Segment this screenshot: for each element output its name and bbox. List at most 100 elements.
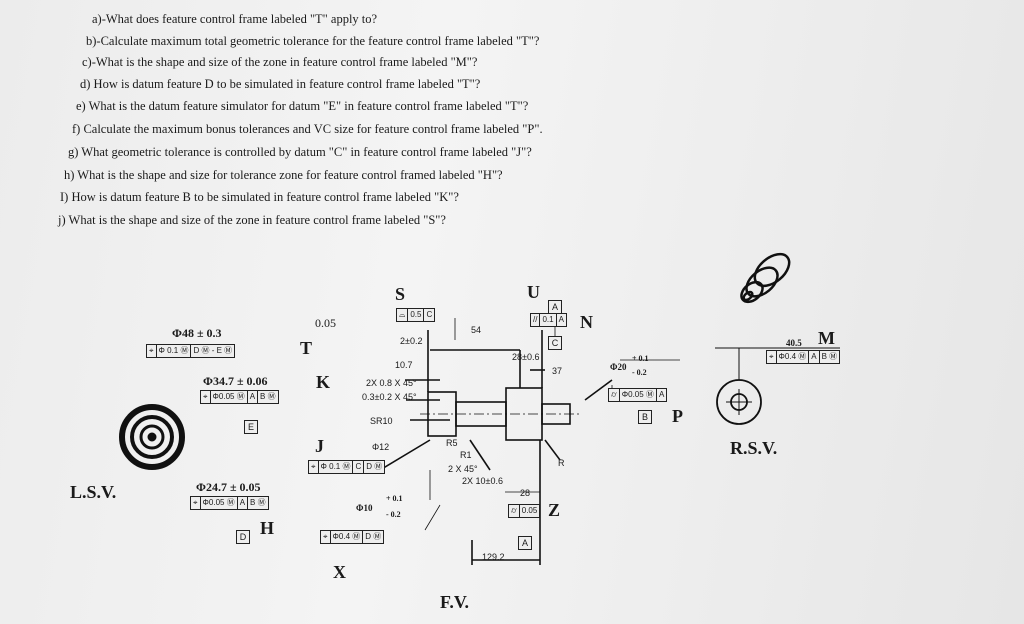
label-X: X [333, 562, 346, 582]
fcf-X-symbol: ⌖ [321, 531, 331, 543]
label-P: P [672, 406, 683, 426]
note-n3: 2X 0.8 X 45° [366, 378, 417, 388]
question-j: j) What is the shape and size of the zon… [58, 213, 446, 227]
fcf-K-datum-a: A [248, 391, 259, 403]
fcf-Z-tol: 0.05 [521, 506, 538, 515]
label-T: T [300, 338, 313, 358]
fcf-H: ⌖ Φ0.05 Ⓜ A B Ⓜ [190, 496, 269, 510]
left-side-view-circles [119, 404, 185, 470]
dim-phi10-up: + 0.1 [386, 494, 403, 503]
view-lsv: L.S.V. [70, 482, 117, 502]
fcf-X: ⌖ Φ0.4 Ⓜ D Ⓜ [320, 530, 385, 544]
question-h: h) What is the shape and size for tolera… [64, 168, 503, 182]
note-n2: 10.7 [395, 360, 413, 370]
question-b: b)-Calculate maximum total geometric tol… [86, 34, 540, 48]
fcf-M-datum-b: B Ⓜ [821, 352, 838, 361]
fcf-X-datum: D Ⓜ [365, 532, 382, 541]
note-n1: 2±0.2 [400, 336, 423, 346]
note-n6: R5 [446, 438, 458, 448]
isometric-part [740, 252, 791, 304]
fcf-M-datum-a: A [809, 351, 820, 363]
fcf-P-tol: Φ0.05 Ⓜ [620, 389, 657, 401]
note-n4: 0.3±0.2 X 45° [362, 392, 417, 402]
fcf-M-tol: Φ0.4 Ⓜ [777, 351, 810, 363]
question-a: a)-What does feature control frame label… [92, 12, 378, 26]
datum-B: B [638, 410, 652, 424]
fcf-U: // 0.1 A [530, 313, 567, 327]
fcf-J: ⌖ Φ 0.1 Ⓜ C D Ⓜ [308, 460, 386, 474]
fcf-K-datum-b: B Ⓜ [260, 392, 276, 401]
datum-C: C [548, 336, 562, 350]
fcf-J-symbol: ⌖ [309, 461, 319, 473]
note-n7: R1 [460, 450, 472, 460]
fcf-J-datum-d: D Ⓜ [366, 462, 383, 471]
note-n16: 28 [520, 488, 531, 498]
label-N: N [580, 312, 593, 332]
datum-A-bottom: A [518, 536, 532, 550]
fcf-P-datum: A [658, 390, 665, 399]
question-f: f) Calculate the maximum bonus tolerance… [72, 122, 543, 136]
fcf-S: ⌓ 0.5 C [396, 308, 436, 322]
note-n12: 129.2 [482, 552, 505, 562]
note-n5: SR10 [370, 416, 393, 426]
fcf-J-tol: Φ 0.1 Ⓜ [319, 461, 354, 473]
fcf-M: ⌖ Φ0.4 Ⓜ A B Ⓜ [766, 350, 841, 364]
dim-phi10: Φ10 [356, 503, 373, 513]
fcf-H-datum-a: A [238, 497, 249, 509]
note-n13: 54 [471, 325, 482, 335]
dim-phi10-dn: - 0.2 [386, 510, 401, 519]
label-K: K [316, 372, 331, 392]
view-rsv: R.S.V. [730, 438, 778, 458]
fcf-S-tol: 0.5 [408, 309, 425, 321]
question-c: c)-What is the shape and size of the zon… [82, 55, 478, 69]
dim-phi20-up: + 0.1 [632, 354, 649, 363]
fcf-K: ⌖ Φ0.05 Ⓜ A B Ⓜ [200, 390, 279, 404]
fcf-T-datum: D Ⓜ - E Ⓜ [193, 346, 233, 355]
dim-005: 0.05 [315, 316, 336, 330]
fcf-K-tol: Φ0.05 Ⓜ [211, 391, 248, 403]
note-n15: Φ12 [372, 442, 390, 452]
question-d: d) How is datum feature D to be simulate… [80, 77, 481, 91]
note-n14: R [558, 458, 565, 468]
note-n9: 2X 10±0.6 [462, 476, 503, 486]
fcf-U-symbol: // [531, 314, 541, 326]
dim-m: 40.5 [786, 338, 802, 348]
label-S: S [395, 284, 406, 304]
fcf-Z-symbol: ⌭ [509, 505, 520, 517]
right-side-view [715, 347, 840, 425]
label-U: U [527, 282, 540, 302]
dim-347: Φ34.7 ± 0.06 [203, 374, 268, 388]
fcf-P: ⌭ Φ0.05 Ⓜ A [608, 388, 668, 402]
datum-E: E [244, 420, 258, 434]
fcf-M-symbol: ⌖ [767, 351, 777, 363]
fcf-K-symbol: ⌖ [201, 391, 211, 403]
question-g: g) What geometric tolerance is controlle… [68, 145, 532, 159]
fcf-J-datum-c: C [353, 461, 365, 473]
fcf-X-tol: Φ0.4 Ⓜ [331, 531, 364, 543]
datum-A-top: A [548, 300, 562, 314]
dim-phi20-dn: - 0.2 [632, 368, 647, 377]
fcf-H-datum-b: B Ⓜ [250, 498, 266, 507]
datum-D: D [236, 530, 250, 544]
label-H: H [260, 518, 275, 538]
fcf-H-symbol: ⌖ [191, 497, 201, 509]
question-i: I) How is datum feature B to be simulate… [60, 190, 459, 204]
label-Z: Z [548, 500, 561, 520]
label-M: M [818, 328, 835, 348]
dim-247: Φ24.7 ± 0.05 [196, 480, 261, 494]
fcf-Z: ⌭ 0.05 [508, 504, 541, 518]
view-fv: F.V. [440, 592, 470, 612]
fcf-H-tol: Φ0.05 Ⓜ [201, 497, 238, 509]
fcf-S-symbol: ⌓ [397, 309, 409, 321]
fcf-U-datum: A [558, 315, 564, 324]
front-view-shaft [379, 330, 613, 565]
fcf-T-tol: Φ 0.1 Ⓜ [157, 345, 192, 357]
note-n8: 2 X 45° [448, 464, 478, 474]
note-n10: 28±0.6 [512, 352, 540, 362]
dim-phi20: Φ20 [610, 362, 627, 372]
label-J: J [315, 436, 324, 456]
fcf-U-tol: 0.1 [540, 314, 557, 326]
note-n11: 37 [552, 366, 563, 376]
